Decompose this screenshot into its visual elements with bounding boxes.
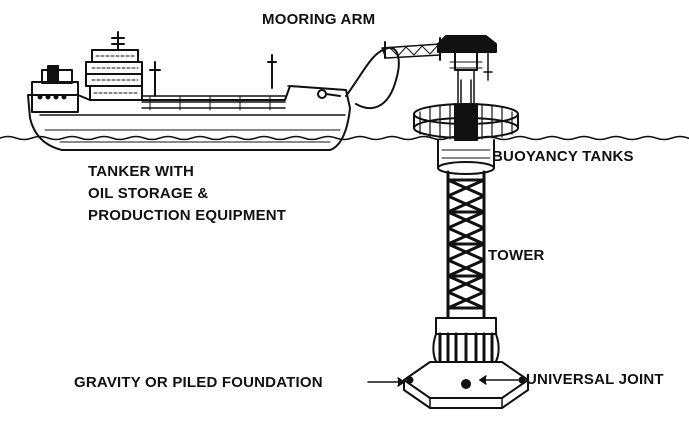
turret-head xyxy=(437,35,497,81)
label-universal-joint: UNIVERSAL JOINT xyxy=(526,371,664,388)
sea-surface xyxy=(0,135,689,141)
label-tanker-line3: PRODUCTION EQUIPMENT xyxy=(88,207,287,224)
label-gravity-foundation: GRAVITY OR PILED FOUNDATION xyxy=(74,374,323,391)
mooring-hose xyxy=(345,46,400,109)
center-mast xyxy=(149,61,161,97)
label-mooring-arm: MOORING ARM xyxy=(262,11,376,28)
leader-lines xyxy=(367,375,519,387)
label-tanker-line1: TANKER WITH xyxy=(88,163,195,180)
bridge-structure xyxy=(85,31,143,101)
upper-column xyxy=(457,69,475,111)
label-tower: TOWER xyxy=(488,247,545,264)
label-buoyancy-tanks: BUOYANCY TANKS xyxy=(492,148,634,165)
label-tanker-line2: OIL STORAGE & xyxy=(88,185,209,202)
buoyancy-tanks xyxy=(413,103,519,175)
bow-mast xyxy=(267,54,277,89)
foundation xyxy=(403,361,529,409)
funnel xyxy=(47,65,59,83)
mooring-arm xyxy=(345,37,441,109)
lattice-tower xyxy=(446,170,486,320)
tanker-ship xyxy=(27,31,351,151)
